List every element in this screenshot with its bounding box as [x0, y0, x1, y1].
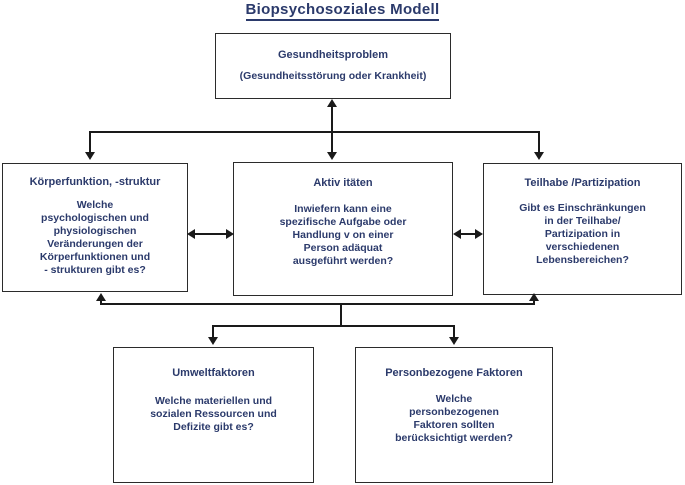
connector-bottom-lower-bus-line	[212, 325, 455, 327]
connector-activities-participation-arrowhead-right	[475, 229, 483, 239]
connector-bottom-center-drop	[340, 303, 342, 326]
connector-lower-bus-to-environment-line	[212, 325, 214, 339]
node-environmental-factors-body: Welche materiellen und sozialen Ressourc…	[150, 395, 277, 433]
connector-bus-to-body-function-line	[89, 131, 91, 154]
node-health-problem[interactable]: Gesundheitsproblem (Gesundheitsstörung o…	[215, 33, 451, 99]
connector-activities-participation-line	[459, 233, 477, 235]
node-participation-body: Gibt es Einschränkungen in der Teilhabe/…	[519, 202, 646, 266]
connector-top-bus-line	[89, 131, 540, 133]
connector-health-activities-arrowhead-down	[327, 152, 337, 160]
connector-bus-to-body-function-arrowhead	[85, 152, 95, 160]
connector-bottom-bus-right-riser	[533, 300, 535, 305]
connector-lower-bus-to-environment-arrowhead	[208, 337, 218, 345]
connector-bus-to-participation-up-arrowhead	[529, 293, 539, 301]
page-title-text: Biopsychosoziales Modell	[245, 1, 440, 21]
node-environmental-factors-title: Umweltfaktoren	[172, 367, 255, 379]
connector-bus-to-participation-line	[538, 131, 540, 154]
connector-bodyfunction-activities-arrowhead-left	[187, 229, 195, 239]
node-participation-title: Teilhabe /Partizipation	[524, 177, 641, 189]
node-activities-title: Aktiv itäten	[313, 177, 373, 189]
node-body-function-body: Welche psychologischen und physiologisch…	[39, 199, 151, 276]
connector-lower-bus-to-personal-line	[453, 325, 455, 339]
connector-bus-to-participation-arrowhead	[534, 152, 544, 160]
node-personal-factors-body: Welche personbezogenen Faktoren sollten …	[395, 393, 513, 444]
node-personal-factors[interactable]: Personbezogene Faktoren Welche personbez…	[355, 347, 553, 483]
node-body-function[interactable]: Körperfunktion, -struktur Welche psychol…	[2, 163, 188, 292]
node-participation[interactable]: Teilhabe /Partizipation Gibt es Einschrä…	[483, 163, 682, 295]
connector-bottom-bus-line	[100, 303, 535, 305]
node-personal-factors-title: Personbezogene Faktoren	[385, 367, 523, 379]
connector-bodyfunction-activities-line	[193, 233, 228, 235]
node-environmental-factors[interactable]: Umweltfaktoren Welche materiellen und so…	[113, 347, 314, 483]
connector-activities-participation-arrowhead-left	[453, 229, 461, 239]
connector-bottom-bus-left-riser	[100, 300, 102, 305]
connector-bus-to-body-function-up-arrowhead	[96, 293, 106, 301]
node-activities[interactable]: Aktiv itäten Inwiefern kann eine spezifi…	[233, 162, 453, 296]
connector-bodyfunction-activities-arrowhead-right	[226, 229, 234, 239]
node-activities-body: Inwiefern kann eine spezifische Aufgabe …	[279, 203, 407, 267]
connector-lower-bus-to-personal-arrowhead	[449, 337, 459, 345]
node-body-function-title: Körperfunktion, -struktur	[29, 176, 161, 188]
node-health-problem-title: Gesundheitsproblem	[277, 49, 389, 61]
node-health-problem-body: (Gesundheitsstörung oder Krankheit)	[239, 70, 427, 82]
page-title: Biopsychosoziales Modell	[0, 1, 685, 21]
connector-health-activities-arrowhead-up	[327, 99, 337, 107]
